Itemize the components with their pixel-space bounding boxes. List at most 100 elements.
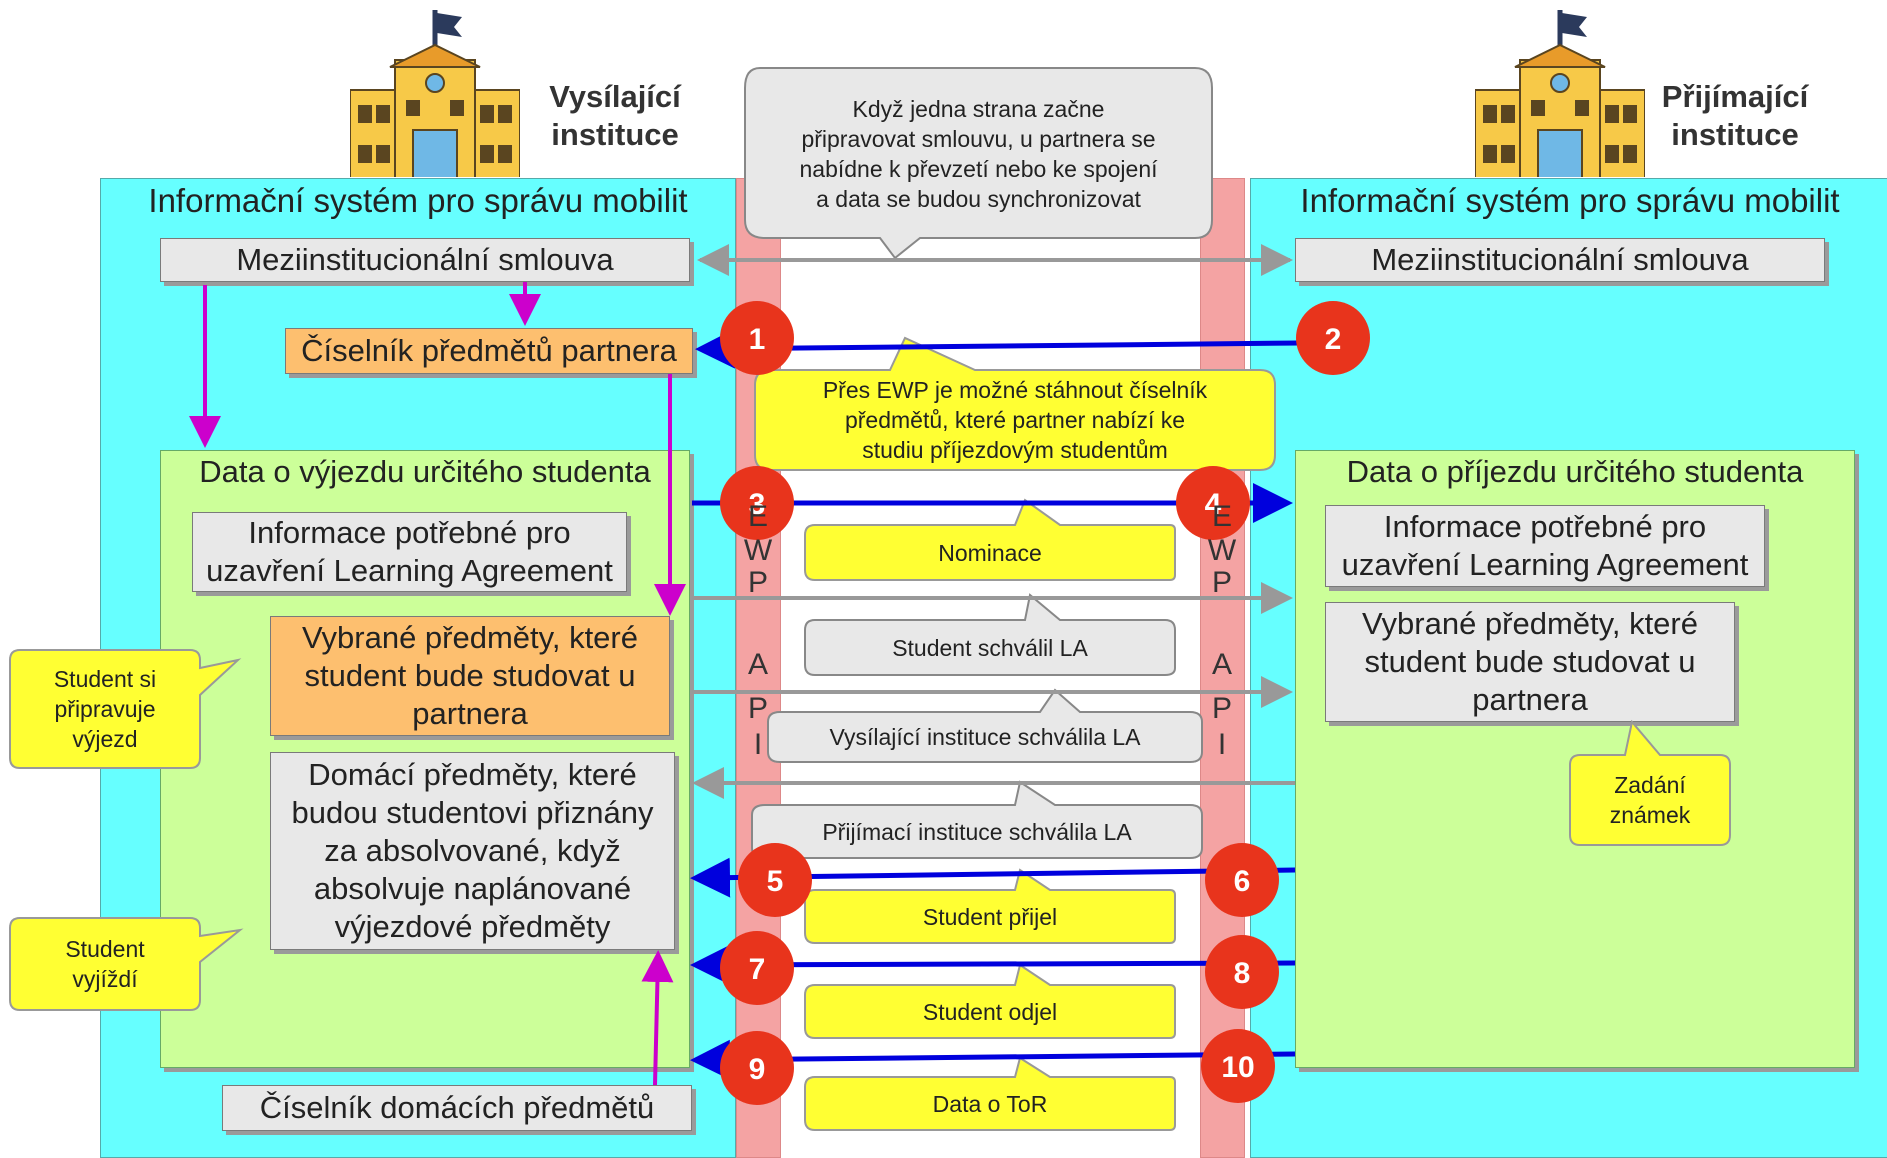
receiving-approved-callout <box>751 780 1203 859</box>
api-letter: E <box>747 500 768 533</box>
ewp-note-text: Přes EWP je možné stáhnout číselník před… <box>755 372 1275 468</box>
receiving-la-info-box: Informace potřebné pro uzavření Learning… <box>1325 505 1765 587</box>
api-letter: W <box>1207 534 1237 567</box>
sync-note-line: připravovat smlouvu, u partnera se <box>801 126 1156 152</box>
tor-text: Data o ToR <box>932 1090 1048 1117</box>
receiving-agreement-box: Meziinstitucionální smlouva <box>1295 238 1825 282</box>
api-letter: P <box>1211 566 1232 599</box>
api-letter: P <box>1211 692 1232 725</box>
step-badge-3: 3 <box>720 466 794 540</box>
sending-student-data-title: Data o výjezdu určitého studenta <box>199 454 651 489</box>
grades-callout <box>1569 719 1731 846</box>
building-icon <box>350 5 520 177</box>
tor-callout <box>804 1056 1176 1131</box>
step-badge-label: 5 <box>767 865 784 898</box>
student-prepares-line: výjezd <box>72 726 138 752</box>
student-prepares-callout <box>9 649 242 769</box>
student-arrived-text: Student přijel <box>922 903 1058 930</box>
step-badge-label: 10 <box>1221 1051 1254 1084</box>
receiving-institution-label: Přijímající instituce <box>1640 78 1830 154</box>
sending-approved-text: Vysílající instituce schválila LA <box>829 724 1141 750</box>
sync-note-callout <box>744 67 1213 260</box>
la-info-line: Informace potřebné pro <box>248 515 571 550</box>
la-info-line: uzavření Learning Agreement <box>1341 547 1749 582</box>
api-letter: E <box>1211 500 1232 533</box>
step-badge-label: 3 <box>749 488 766 521</box>
catalog-download-arrow <box>695 328 1301 369</box>
home-courses-line: budou studentovi přiznány <box>291 795 654 830</box>
building-icon <box>1475 5 1645 177</box>
home-course-catalog: Číselník domácích předmětů <box>222 1085 692 1131</box>
step-badge-label: 4 <box>1205 488 1222 521</box>
api-letter: A <box>747 648 768 681</box>
api-letter: I <box>753 728 763 761</box>
home-courses-line: za absolvované, když <box>324 833 621 868</box>
home-courses-line: absolvuje naplánované <box>313 871 632 906</box>
grades-line: známek <box>1609 802 1691 828</box>
step-badge-2: 2 <box>1296 301 1370 375</box>
ewp-note-line: studiu příjezdovým studentům <box>862 437 1168 463</box>
ewp-note-line: předmětů, které partner nabízí ke <box>844 407 1186 433</box>
step-badge-label: 2 <box>1325 323 1342 356</box>
api-letter: P <box>747 692 768 725</box>
sending-approved-callout <box>767 688 1203 763</box>
receiving-student-data-title: Data o příjezdu určitého studenta <box>1346 454 1804 489</box>
partner-course-catalog: Číselník předmětů partnera <box>285 328 693 374</box>
step-badge-label: 9 <box>749 1053 766 1086</box>
step-badge-7: 7 <box>720 931 794 1005</box>
la-info-line: Informace potřebné pro <box>1383 509 1707 544</box>
sync-note-line: a data se budou synchronizovat <box>816 186 1141 212</box>
receiving-institution-line: Přijímající <box>1661 79 1809 114</box>
home-courses-box: Domácí předměty, které budou studentovi … <box>270 752 675 950</box>
receiving-selected-courses-box: Vybrané předměty, které student bude stu… <box>1325 602 1735 722</box>
step-badge-6: 6 <box>1205 843 1279 917</box>
student-left-callout <box>804 963 1176 1039</box>
step-badge-label: 1 <box>749 323 766 356</box>
student-departs-callout <box>9 917 244 1011</box>
sending-system-title: Informační systém pro správu mobilit <box>148 182 688 219</box>
sync-note-line: nabídne k převzetí nebo ke spojení <box>799 156 1158 182</box>
sending-la-info-box: Informace potřebné pro uzavření Learning… <box>192 512 627 592</box>
student-left-text: Student odjel <box>922 998 1058 1025</box>
selected-courses-line: student bude studovat u <box>1364 644 1696 679</box>
step-badge-10: 10 <box>1201 1029 1275 1103</box>
ewp-note-line: Přes EWP je možné stáhnout číselník <box>822 377 1208 403</box>
grades-line: Zadání <box>1614 772 1686 798</box>
step-badge-8: 8 <box>1205 935 1279 1009</box>
step-badge-4: 4 <box>1176 466 1250 540</box>
student-departs-line: Student <box>65 936 145 962</box>
sync-note-line: Když jedna strana začne <box>852 96 1105 122</box>
sending-selected-courses-box: Vybrané předměty, které student bude stu… <box>270 616 670 736</box>
sending-institution-line: Vysílající <box>549 79 681 114</box>
student-prepares-line: Student si <box>53 666 157 692</box>
api-letter: A <box>1211 648 1232 681</box>
grades-text: Zadání známek <box>1570 757 1730 843</box>
step-badge-label: 7 <box>749 953 766 986</box>
student-prepares-text: Student si připravuje výjezd <box>10 652 200 766</box>
home-catalog-to-courses-arrow <box>641 950 674 1086</box>
student-departs-text: Student vyjíždí <box>10 920 200 1008</box>
step-badge-9: 9 <box>720 1031 794 1105</box>
receiving-system-title: Informační systém pro správu mobilit <box>1300 182 1840 219</box>
la-info-line: uzavření Learning Agreement <box>206 553 613 588</box>
home-courses-line: Domácí předměty, které <box>308 757 637 792</box>
step-badge-label: 6 <box>1234 865 1251 898</box>
step-badge-1: 1 <box>720 301 794 375</box>
selected-courses-line: student bude studovat u <box>304 658 636 693</box>
api-letter: P <box>747 566 768 599</box>
student-prepares-line: připravuje <box>54 696 156 722</box>
step-badge-label: 8 <box>1234 957 1251 990</box>
sync-note-text: Když jedna strana začne připravovat smlo… <box>745 72 1212 236</box>
step-badge-5: 5 <box>738 843 812 917</box>
student-approved-callout <box>804 593 1176 676</box>
ewp-note-callout <box>754 336 1276 471</box>
student-departs-line: vyjíždí <box>72 966 138 992</box>
selected-courses-line: Vybrané předměty, které <box>302 620 638 655</box>
selected-courses-line: partnera <box>1472 682 1588 717</box>
sending-institution-line: instituce <box>551 117 679 152</box>
api-letter: I <box>1217 728 1227 761</box>
selected-courses-line: Vybrané předměty, které <box>1362 606 1698 641</box>
student-approved-text: Student schválil LA <box>892 634 1088 661</box>
selected-courses-line: partnera <box>412 696 528 731</box>
